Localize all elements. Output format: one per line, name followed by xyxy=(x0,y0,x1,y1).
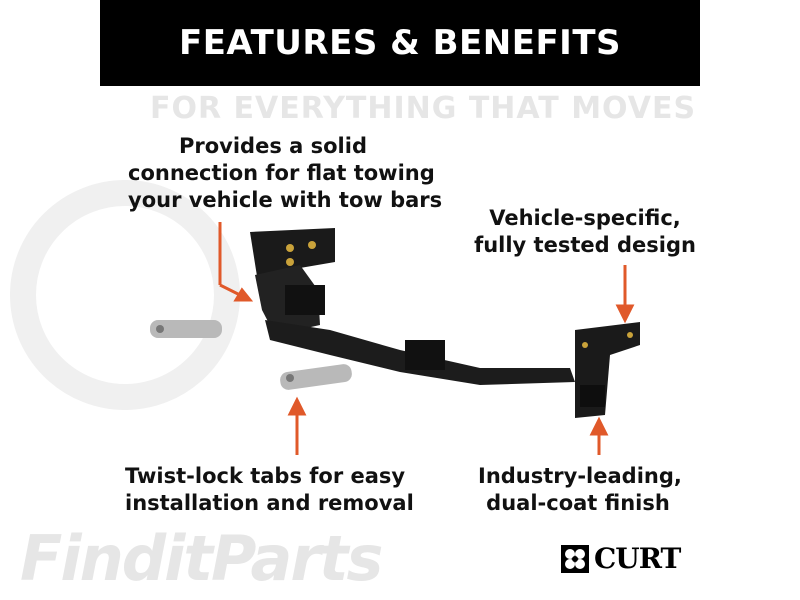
twist-lock-tab xyxy=(280,364,352,390)
left-receiver xyxy=(285,285,325,315)
callout-twist-lock: Twist-lock tabs for easy installation an… xyxy=(125,463,414,517)
callout-line: connection for flat towing xyxy=(128,161,435,185)
callout-line: installation and removal xyxy=(125,491,414,515)
watermark-brand: FinditParts xyxy=(20,522,383,595)
curt-logo-text: CURT xyxy=(594,542,681,575)
callout-line: dual-coat finish xyxy=(486,491,670,515)
callout-solid-connection: Provides a solid connection for flat tow… xyxy=(128,133,443,214)
right-receiver xyxy=(580,385,605,407)
callout-line: Vehicle-specific, xyxy=(489,206,681,230)
callout-vehicle-specific: Vehicle-specific, fully tested design xyxy=(470,205,700,259)
callout-dual-coat: Industry-leading, dual-coat finish xyxy=(478,463,682,517)
callout-line: Industry-leading, xyxy=(478,464,682,488)
arrow-icon xyxy=(615,265,635,324)
features-benefits-banner: FEATURES & BENEFITS xyxy=(100,0,700,86)
callout-line: fully tested design xyxy=(474,233,696,257)
arrow-icon xyxy=(287,396,307,455)
arrow-icon xyxy=(589,416,609,455)
callout-line: Twist-lock tabs for easy xyxy=(125,464,406,488)
center-receiver xyxy=(405,340,445,370)
banner-title: FEATURES & BENEFITS xyxy=(178,23,622,63)
curt-logo-icon xyxy=(561,544,589,573)
callout-line: Provides a solid xyxy=(179,134,367,158)
curt-logo: CURT xyxy=(560,542,681,575)
arrow-icon xyxy=(218,222,254,302)
twist-lock-tab xyxy=(150,320,222,338)
watermark-tagline: FOR EVERYTHING THAT MOVES xyxy=(150,91,697,126)
cross-bar xyxy=(265,320,575,385)
callout-line: your vehicle with tow bars xyxy=(128,188,443,212)
